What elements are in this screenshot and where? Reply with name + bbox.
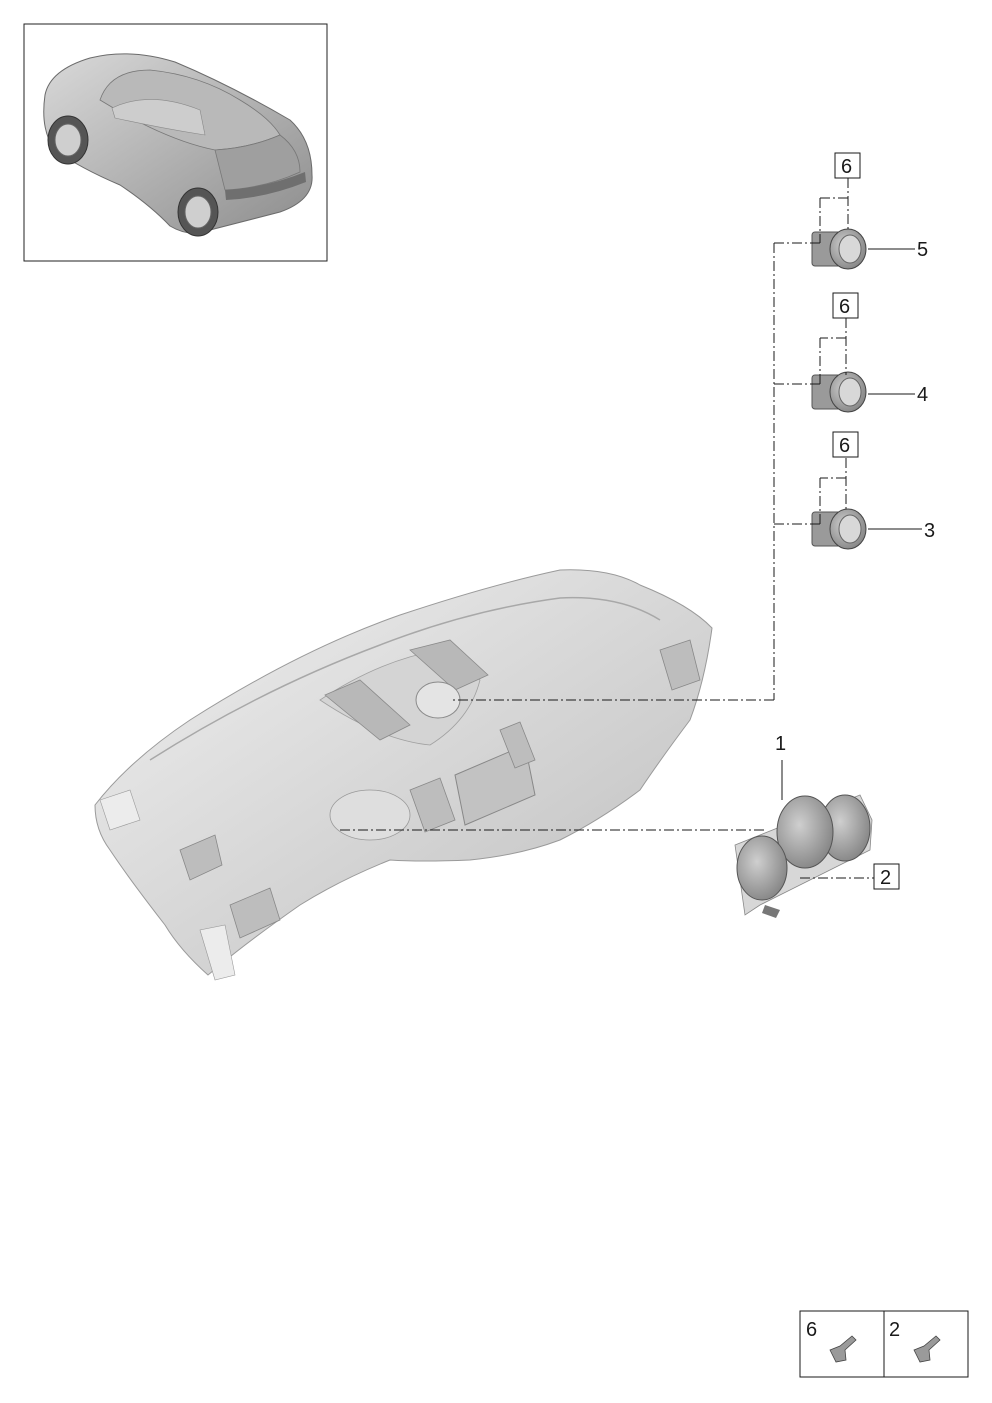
callout-4: 4: [917, 384, 928, 406]
round-gauge-icon: [811, 228, 867, 550]
legend-label-6: 6: [806, 1319, 817, 1341]
callout-5: 5: [917, 239, 928, 261]
instrument-cluster-icon: [734, 794, 873, 918]
box-callout-6-low: 6: [839, 435, 850, 457]
overview-panel: [23, 23, 328, 262]
box-callout-6-top: 6: [841, 156, 852, 178]
boxed-callouts: 6 6 6 2: [832, 152, 900, 890]
dash-dot-lines: [340, 178, 874, 879]
callout-1: 1: [775, 733, 786, 755]
callout-3: 3: [924, 520, 935, 542]
screw-icon: [913, 1335, 941, 1363]
leader-lines: [781, 248, 922, 800]
box-callout-2: 2: [880, 867, 891, 889]
dashboard-panel-icon: [94, 569, 713, 981]
car-overview-icon: [43, 53, 313, 237]
callout-numbers: 1 3 4 5: [775, 239, 935, 755]
screw-icon: [829, 1335, 857, 1363]
box-callout-6-mid: 6: [839, 296, 850, 318]
legend-label-2: 2: [889, 1319, 900, 1341]
fastener-legend: 6 2: [799, 1310, 969, 1378]
